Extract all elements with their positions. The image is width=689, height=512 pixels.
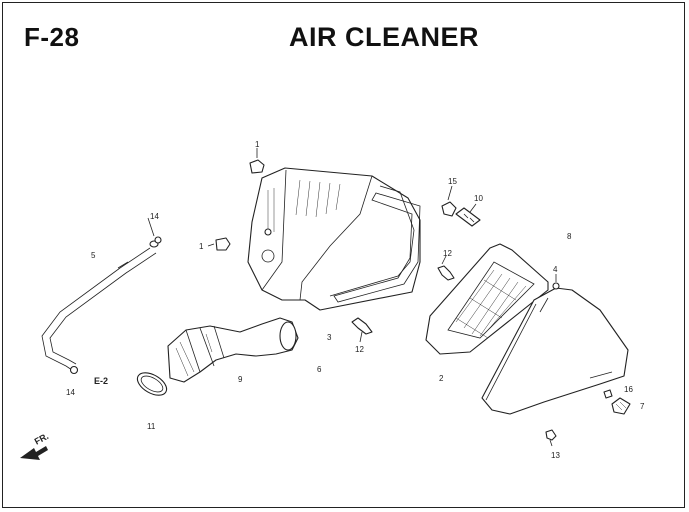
callout-12-upper: 12 bbox=[443, 249, 452, 258]
screw-13 bbox=[545, 429, 557, 441]
hose-clamp-lower bbox=[69, 365, 79, 375]
connecting-tube bbox=[167, 317, 299, 383]
screw-1-left bbox=[215, 237, 231, 251]
callout-1-top: 1 bbox=[255, 140, 260, 149]
air-cleaner-case bbox=[247, 167, 421, 311]
breather-tube bbox=[41, 240, 159, 371]
pin-10 bbox=[455, 207, 481, 227]
case-seal bbox=[333, 192, 421, 303]
callout-6: 6 bbox=[317, 365, 322, 374]
front-label: FR. bbox=[33, 431, 50, 447]
bolt-12-upper bbox=[437, 265, 455, 281]
callout-10: 10 bbox=[474, 194, 483, 203]
callout-14-lower: 14 bbox=[66, 388, 75, 397]
figure-code: F-28 bbox=[24, 22, 80, 52]
callout-4: 4 bbox=[553, 265, 558, 274]
clamp-band bbox=[136, 372, 168, 396]
air-cleaner-cover bbox=[481, 282, 629, 415]
screw-1-top bbox=[249, 159, 265, 174]
callout-14-upper: 14 bbox=[150, 212, 159, 221]
callout-9: 9 bbox=[238, 375, 243, 384]
callout-16: 16 bbox=[624, 385, 633, 394]
figure-title: AIR CLEANER bbox=[289, 22, 480, 52]
callout-13: 13 bbox=[551, 451, 560, 460]
front-arrow-icon bbox=[20, 446, 48, 460]
callout-5: 5 bbox=[91, 251, 96, 260]
callout-2: 2 bbox=[439, 374, 444, 383]
callout-e2: E-2 bbox=[94, 376, 108, 386]
hose-clamp-upper bbox=[154, 236, 162, 244]
bolt-12-lower bbox=[351, 317, 373, 335]
callout-1-left: 1 bbox=[199, 242, 204, 251]
callout-3: 3 bbox=[327, 333, 332, 342]
callout-15: 15 bbox=[448, 177, 457, 186]
callout-7: 7 bbox=[640, 402, 645, 411]
air-filter-element bbox=[425, 243, 549, 355]
leader-lines bbox=[147, 148, 557, 447]
callout-12-lower: 12 bbox=[355, 345, 364, 354]
washer-15 bbox=[441, 201, 457, 217]
clip-16 bbox=[603, 389, 613, 399]
callout-11: 11 bbox=[147, 422, 156, 431]
callout-8: 8 bbox=[567, 232, 572, 241]
drain-plug-7 bbox=[611, 397, 631, 415]
